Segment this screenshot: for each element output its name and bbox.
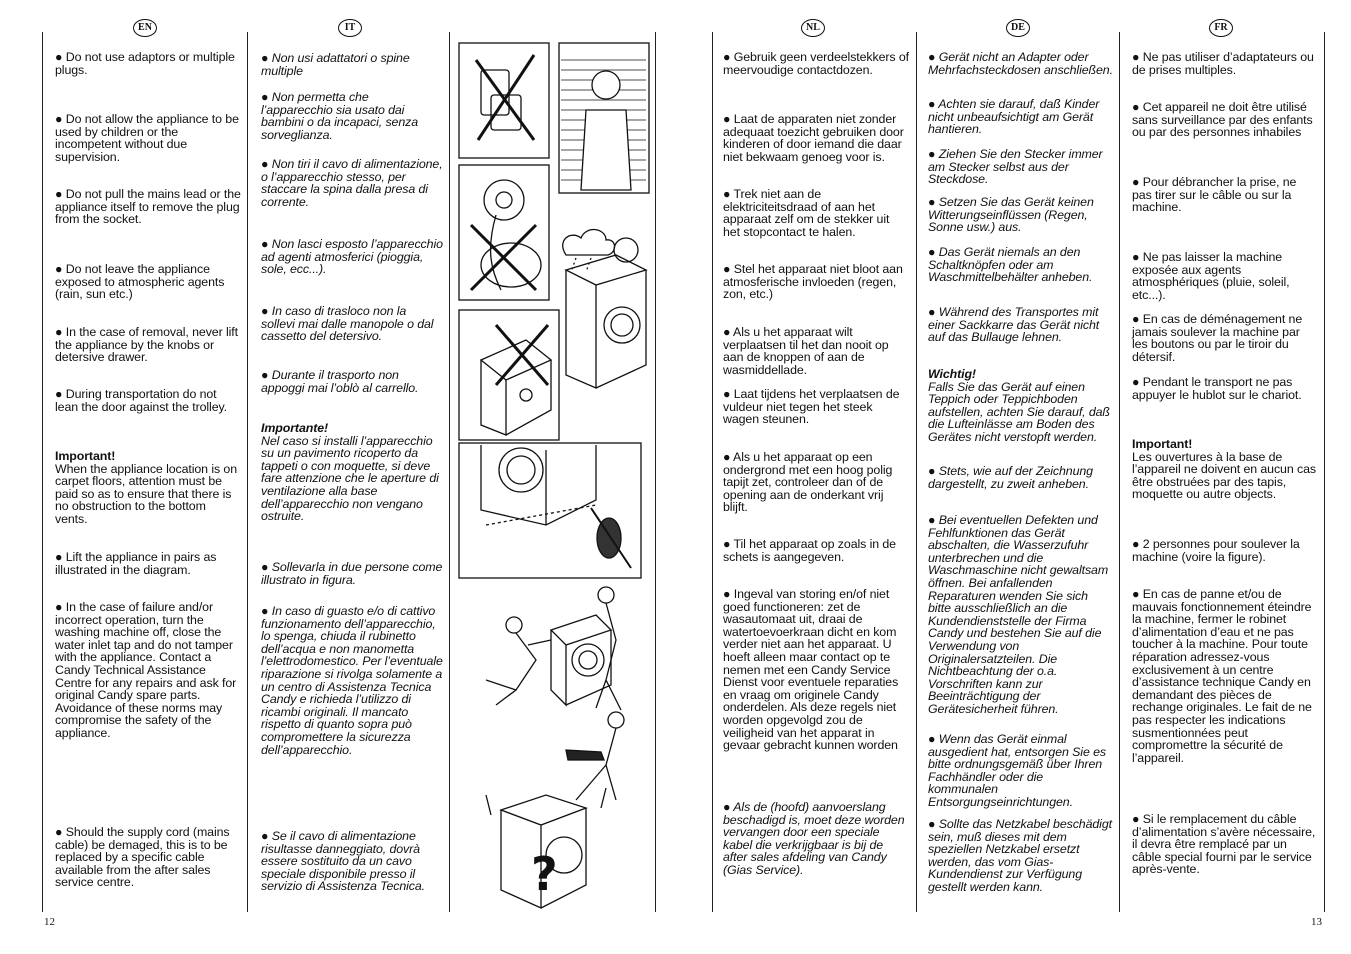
fr-paragraph: ● En cas de déménagement ne jamais soule… <box>1132 312 1303 364</box>
fr-paragraph: ● Pour débrancher la prise, ne pas tirer… <box>1132 175 1297 215</box>
nl-paragraph: ● Stel het apparaat niet bloot aan atmos… <box>723 262 903 302</box>
language-badge-it: IT <box>338 19 362 37</box>
de-important: Wichtig!Falls Sie das Gerät auf einen Te… <box>928 368 1114 444</box>
column-divider <box>247 32 248 912</box>
column-divider <box>1119 32 1120 912</box>
fr-important: Important!Les ouvertures à la base de l’… <box>1132 438 1318 501</box>
fr-paragraph: ● En cas de panne et/ou de mauvais fonct… <box>1132 587 1312 765</box>
important-heading: Wichtig! <box>928 367 976 381</box>
it-paragraph: ● Sollevarla in due persone come illustr… <box>261 560 443 587</box>
illustration-panel: ? <box>456 40 652 915</box>
fr-paragraph: ● 2 personnes pour soulever la machine (… <box>1132 537 1300 564</box>
fr-paragraph: ● Ne pas laisser la machine exposée aux … <box>1132 250 1290 302</box>
nl-paragraph: ● Ingeval van storing en/of niet goed fu… <box>723 587 899 753</box>
en-paragraph: ● Do not leave the appliance exposed to … <box>55 262 225 302</box>
language-badge-nl: NL <box>801 19 825 37</box>
column-divider <box>712 32 713 912</box>
column-divider <box>916 32 917 912</box>
nl-paragraph: ● Laat tijdens het verplaatsen de vuldeu… <box>723 387 900 427</box>
column-divider <box>42 32 43 912</box>
page-number-right: 13 <box>1311 916 1322 928</box>
it-paragraph: ● Durante il trasporto non appoggi mai l… <box>261 368 419 395</box>
safety-illustrations: ? <box>458 42 650 910</box>
nl-paragraph: ● Als u het apparaat wilt verplaatsen ti… <box>723 325 889 377</box>
it-paragraph: ● Se il cavo di alimentazione risultasse… <box>261 829 426 894</box>
de-paragraph: ● Sollte das Netzkabel beschädigt sein, … <box>928 817 1112 894</box>
de-paragraph: ● Stets, wie auf der Zeichnung dargestel… <box>928 464 1093 491</box>
it-paragraph: ● In caso di trasloco non la sollevi mai… <box>261 304 434 344</box>
column-divider <box>449 32 450 912</box>
language-badge-de: DE <box>1006 19 1030 37</box>
de-paragraph: ● Wenn das Gerät einmal ausgedient hat, … <box>928 732 1106 809</box>
de-paragraph: ● Achten sie darauf, daß Kinder nicht un… <box>928 97 1100 137</box>
de-paragraph: ● Ziehen Sie den Stecker immer am Stecke… <box>928 147 1103 187</box>
fr-paragraph: ● Si le remplacement du câble d’alimenta… <box>1132 812 1316 877</box>
en-paragraph: ● During transportation do not lean the … <box>55 387 228 414</box>
svg-text:?: ? <box>531 847 558 901</box>
it-paragraph: ● Non lasci esposto l’apparecchio ad age… <box>261 237 443 277</box>
it-paragraph: ● Non usi adattatori o spine multiple <box>261 51 410 78</box>
de-paragraph: ● Das Gerät niemals an den Schaltknöpfen… <box>928 245 1093 285</box>
language-badge-fr: FR <box>1209 19 1233 37</box>
important-text: Les ouvertures à la base de l’appareil n… <box>1132 449 1316 502</box>
it-paragraph: ● In caso di guasto e/o di cattivo funzi… <box>261 604 443 757</box>
important-text: Nel caso si installi l’apparecchio su un… <box>261 433 439 524</box>
en-paragraph: ● In the case of removal, never lift the… <box>55 325 238 365</box>
nl-paragraph: ● Als u het apparaat op een ondergrond m… <box>723 450 893 515</box>
nl-paragraph: ● Als de (hoofd) aanvoerslang beschadigd… <box>723 800 905 877</box>
column-divider <box>1324 32 1325 912</box>
nl-paragraph: ● Til het apparaat op zoals in de schets… <box>723 537 896 564</box>
it-paragraph: ● Non tiri il cavo di alimentazione, o l… <box>261 157 443 209</box>
important-text: When the appliance location is on carpet… <box>55 461 237 526</box>
fr-paragraph: ● Pendant le transport ne pas appuyer le… <box>1132 375 1302 402</box>
important-heading: Importante! <box>261 421 329 435</box>
nl-paragraph: ● Gebruik geen verdeelstekkers of meervo… <box>723 50 910 77</box>
important-heading: Important! <box>55 449 116 463</box>
language-badge-en: EN <box>133 19 157 37</box>
en-important: Important!When the appliance location is… <box>55 450 241 526</box>
de-paragraph: ● Während des Transportes mit einer Sack… <box>928 305 1100 345</box>
it-paragraph: ● Non permetta che l’apparecchio sia usa… <box>261 90 419 142</box>
important-heading: Important! <box>1132 437 1193 451</box>
de-paragraph: ● Bei eventuellen Defekten und Fehlfunkt… <box>928 513 1109 716</box>
nl-paragraph: ● Trek niet aan de elektriciteitsdraad o… <box>723 187 890 239</box>
it-important: Importante!Nel caso si installi l’appare… <box>261 422 443 523</box>
important-text: Falls Sie das Gerät auf einen Teppich od… <box>928 379 1110 444</box>
de-paragraph: ● Setzen Sie das Gerät keinen Witterungs… <box>928 195 1094 235</box>
page-number-left: 12 <box>44 916 55 928</box>
en-paragraph: ● In the case of failure and/or incorrec… <box>55 600 237 740</box>
en-paragraph: ● Do not allow the appliance to be used … <box>55 112 239 164</box>
en-paragraph: ● Lift the appliance in pairs as illustr… <box>55 550 217 577</box>
fr-paragraph: ● Ne pas utiliser d’adaptateurs ou de pr… <box>1132 50 1314 77</box>
fr-paragraph: ● Cet appareil ne doit être utilisé sans… <box>1132 100 1313 140</box>
de-paragraph: ● Gerät nicht an Adapter oder Mehrfachst… <box>928 50 1113 77</box>
en-paragraph: ● Do not pull the mains lead or the appl… <box>55 187 241 227</box>
column-divider <box>655 32 656 912</box>
en-paragraph: ● Do not use adaptors or multiple plugs. <box>55 50 235 77</box>
nl-paragraph: ● Laat de apparaten niet zonder adequaat… <box>723 112 904 164</box>
en-paragraph: ● Should the supply cord (mains cable) b… <box>55 825 230 890</box>
